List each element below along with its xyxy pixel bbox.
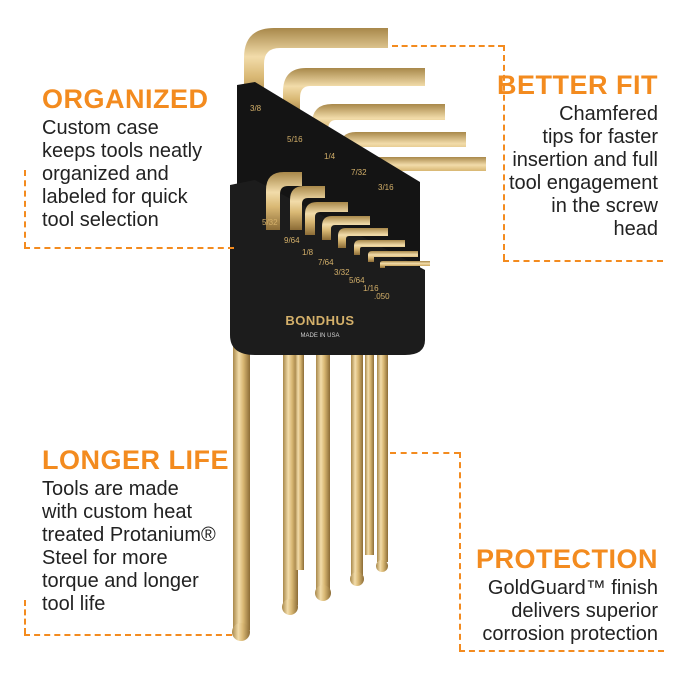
callout-body: GoldGuard™ finish delivers superior corr… — [482, 577, 658, 645]
size-label: 3/16 — [378, 183, 394, 192]
size-label: 3/32 — [334, 268, 350, 277]
callout-body: Tools are made with custom heat treated … — [42, 478, 216, 615]
leader-longer-life-h — [24, 634, 232, 636]
size-label: 5/64 — [349, 276, 365, 285]
size-label: 1/16 — [363, 284, 379, 293]
size-label: 7/32 — [351, 168, 367, 177]
leader-protection-v — [459, 452, 461, 650]
made-in-label: MADE IN USA — [300, 333, 340, 339]
leader-organized-h — [24, 247, 234, 249]
size-label: 9/64 — [284, 236, 300, 245]
size-label: 1/4 — [324, 152, 336, 161]
leader-better-fit-h — [392, 45, 504, 47]
leader-organized — [24, 170, 26, 248]
leader-protection-b — [459, 650, 664, 652]
size-label: 1/8 — [302, 248, 314, 257]
callout-body: Chamfered tips for faster insertion and … — [508, 103, 658, 240]
size-label: 5/16 — [287, 135, 303, 144]
callout-protection: PROTECTION GoldGuard™ finish delivers su… — [460, 546, 658, 646]
size-label: 5/32 — [262, 218, 278, 227]
callout-title: ORGANIZED — [42, 84, 209, 114]
callout-title: PROTECTION — [475, 544, 658, 574]
leader-longer-life-v — [24, 600, 26, 634]
callout-body: Custom case keeps tools neatly organized… — [42, 117, 203, 231]
callout-longer-life: LONGER LIFE Tools are made with custom h… — [42, 447, 242, 616]
callout-title: BETTER FIT — [497, 70, 658, 100]
small-hex-key-bends — [266, 172, 430, 268]
leader-protection-h — [390, 452, 460, 454]
brand-logo: BONDHUS — [285, 313, 355, 328]
hex-key-shafts — [232, 340, 388, 641]
callout-organized: ORGANIZED Custom case keeps tools neatly… — [42, 86, 242, 232]
leader-better-fit-v — [503, 45, 505, 260]
callout-better-fit: BETTER FIT Chamfered tips for faster ins… — [490, 72, 658, 241]
hex-key-bends — [244, 28, 486, 180]
callout-title: LONGER LIFE — [42, 445, 229, 475]
size-label: 3/8 — [250, 104, 262, 113]
size-label: .050 — [374, 292, 390, 301]
leader-better-fit-b — [503, 260, 663, 262]
size-label: 7/64 — [318, 258, 334, 267]
